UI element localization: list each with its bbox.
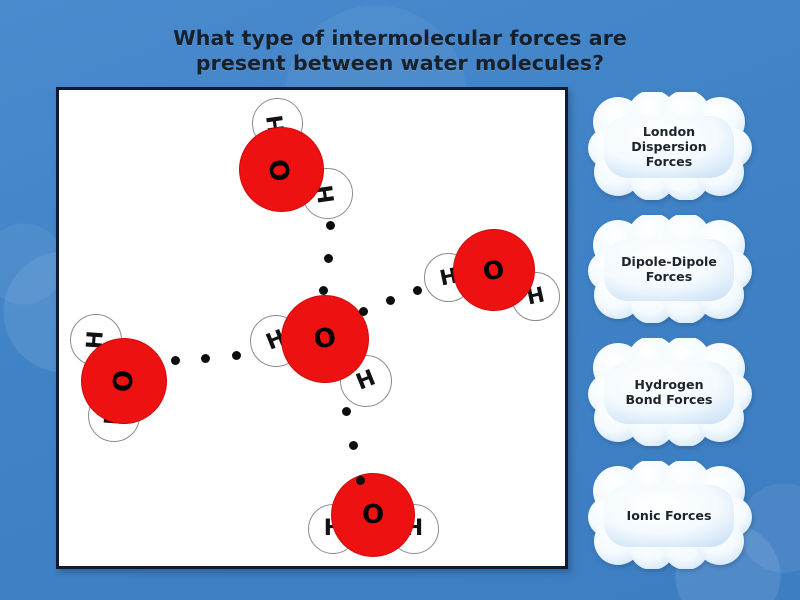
molecule-stage: H H O H H O H [59,90,565,566]
bond-dot [342,407,351,416]
bond-dot [326,221,335,230]
bond-dot [413,286,422,295]
option-london-dispersion[interactable]: London Dispersion Forces [586,92,752,200]
option-ionic[interactable]: Ionic Forces [586,461,752,569]
answer-options-list: London Dispersion Forces [586,92,756,582]
bond-dot [349,441,358,450]
question-line-1: What type of intermolecular forces are [173,26,627,50]
cloud-shape-icon [586,215,752,323]
option-ionic-label: Ionic Forces [626,507,712,523]
bond-dot [201,354,210,363]
cloud-shape-icon [586,338,752,446]
bond-dot [356,476,365,485]
cloud-shape-icon [586,92,752,200]
option-dipole-dipole-label: Dipole-Dipole Forces [621,254,717,284]
option-hydrogen-bond[interactable]: Hydrogen Bond Forces [586,338,752,446]
bond-dot [386,296,395,305]
molecule-right-oxygen: O [453,229,535,311]
molecule-left-oxygen: O [81,338,167,424]
bond-dot [232,351,241,360]
molecule-bottom-oxygen: O [331,473,415,557]
cloud-shape-icon [586,461,752,569]
option-dipole-dipole[interactable]: Dipole-Dipole Forces [586,215,752,323]
option-hydrogen-bond-label: Hydrogen Bond Forces [625,377,713,407]
question-title: What type of intermolecular forces are p… [0,26,800,76]
bond-dot [319,286,328,295]
bond-dot [359,307,368,316]
molecule-top-oxygen: O [239,127,324,212]
bond-dot [324,254,333,263]
option-london-dispersion-label: London Dispersion Forces [631,123,707,169]
bond-dot [171,356,180,365]
diagram-panel: H H O H H O H [56,87,568,569]
molecule-center-oxygen: O [281,295,369,383]
question-line-2: present between water molecules? [195,51,605,75]
